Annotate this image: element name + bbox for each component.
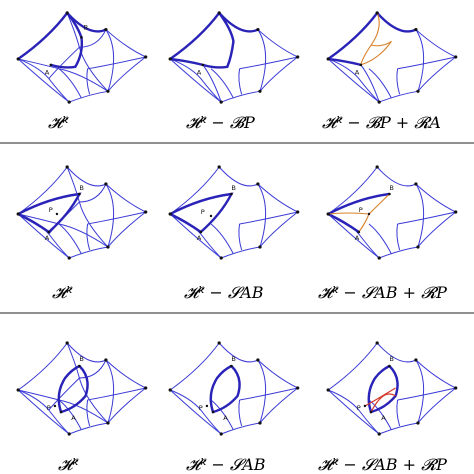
vertex-label-p: P bbox=[47, 404, 51, 412]
vertex-label-b: B bbox=[79, 355, 84, 363]
vertex-label-b: B bbox=[83, 24, 88, 32]
panel-r3c3: B P A bbox=[326, 341, 458, 436]
caption-r1c3: 𝓗ᵏ − 𝓑P + 𝓡A bbox=[322, 113, 441, 132]
panel-r1c1: B A bbox=[16, 11, 148, 104]
vertex-label-b: B bbox=[79, 184, 84, 192]
vertex-label-a: A bbox=[45, 69, 50, 77]
caption-r1c1: 𝓗ᵏ bbox=[48, 113, 69, 132]
panel-r2c3: B P A bbox=[326, 165, 458, 260]
caption-r2c2: 𝓗ᵏ − 𝓢AB bbox=[184, 283, 264, 302]
vertex-label-b: B bbox=[389, 355, 394, 363]
vertex-label-p: P bbox=[359, 206, 363, 214]
vertex-label-b: B bbox=[231, 184, 236, 192]
vertex-label-a: A bbox=[197, 69, 202, 77]
caption-r2c1: 𝓗ᵏ bbox=[52, 283, 73, 302]
vertex-label-p: P bbox=[201, 208, 205, 216]
vertex-label-a: A bbox=[223, 414, 228, 422]
vertex-label-a: A bbox=[355, 69, 360, 77]
vertex-label-b: B bbox=[389, 184, 394, 192]
caption-r2c3: 𝓗ᵏ − 𝓢AB + 𝓡P bbox=[318, 283, 447, 302]
caption-r3c3: 𝓗ᵏ − 𝓢AB + 𝓡P bbox=[318, 455, 447, 474]
vertex-label-a: A bbox=[355, 234, 360, 242]
vertex-label-p: P bbox=[357, 404, 361, 412]
panel-r3c2: B P A bbox=[168, 341, 300, 436]
vertex-label-a: A bbox=[381, 414, 386, 422]
vertex-label-p: P bbox=[199, 404, 203, 412]
vertex-label-a: A bbox=[71, 414, 76, 422]
vertex-label-p: P bbox=[49, 206, 53, 214]
panel-r1c3: A bbox=[326, 11, 458, 104]
vertex-label-b: B bbox=[231, 355, 236, 363]
vertex-label-a: A bbox=[197, 234, 202, 242]
caption-r3c1: 𝓗ᵏ bbox=[58, 455, 79, 474]
vertex-label-a: A bbox=[45, 234, 50, 242]
panel-r2c1: B P A bbox=[16, 165, 148, 260]
caption-r1c2: 𝓗ᵏ − 𝓑P bbox=[186, 113, 255, 132]
panel-r1c2: A bbox=[168, 11, 300, 104]
panel-r3c1: B P A bbox=[16, 341, 148, 436]
caption-r3c2: 𝓗ᵏ − 𝓢AB bbox=[186, 455, 266, 474]
panel-r2c2: B P A bbox=[168, 165, 300, 260]
